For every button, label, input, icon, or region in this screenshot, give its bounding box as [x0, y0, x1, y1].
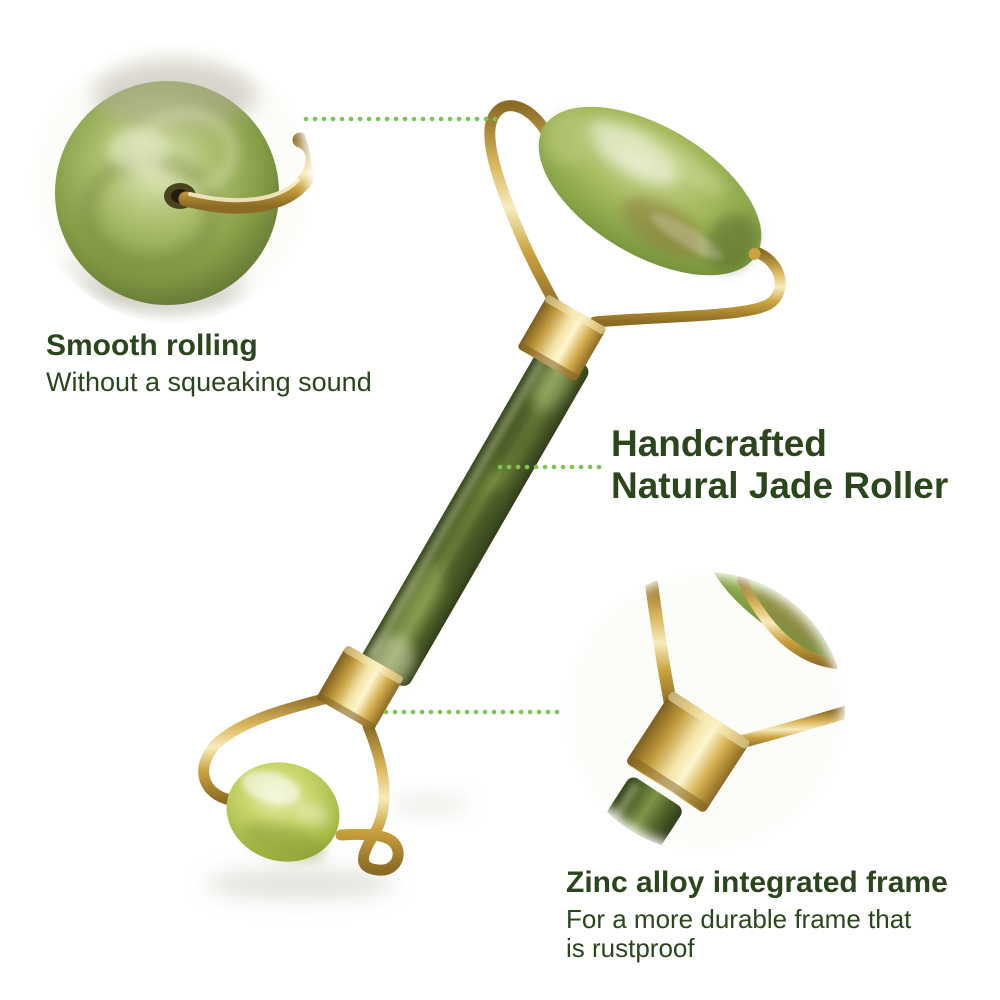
annotation-handcrafted: Handcrafted Natural Jade Roller: [611, 423, 948, 507]
inset-smooth-rolling-closeup: [11, 21, 333, 343]
jade-handle: [361, 344, 589, 686]
inset-feather-edge: [11, 21, 333, 343]
gold-frame-top-right-wire: [589, 246, 786, 328]
handcrafted-title-line1: Handcrafted: [611, 423, 827, 464]
gold-collar-top: [518, 295, 606, 381]
annotation-smooth-rolling: Smooth rolling Without a squeaking sound: [46, 329, 372, 398]
gold-frame-bottom-right-wire: [335, 720, 404, 876]
gold-collar-closeup: [627, 691, 750, 812]
jade-roller-product: [198, 100, 786, 900]
zinc-alloy-title: Zinc alloy integrated frame: [566, 866, 948, 899]
annotation-zinc-alloy: Zinc alloy integrated frame For a more d…: [566, 866, 948, 963]
product-shadow: [205, 868, 395, 900]
gold-collar-bottom: [317, 645, 403, 731]
smooth-rolling-title: Smooth rolling: [46, 329, 258, 362]
gold-wire-upper-closeup: [644, 573, 678, 713]
zinc-alloy-subtitle: For a more durable frame that is rustpro…: [566, 904, 912, 964]
gold-frame-top-left-wire: [484, 100, 564, 316]
product-shadow: [390, 795, 470, 815]
gold-axle-wire-closeup: [737, 575, 845, 670]
small-jade-roller-stone: [226, 762, 340, 862]
large-jade-roller-stone: [538, 106, 762, 276]
handcrafted-title-line2: Natural Jade Roller: [611, 465, 949, 507]
smooth-rolling-subtitle: Without a squeaking sound: [46, 367, 372, 397]
